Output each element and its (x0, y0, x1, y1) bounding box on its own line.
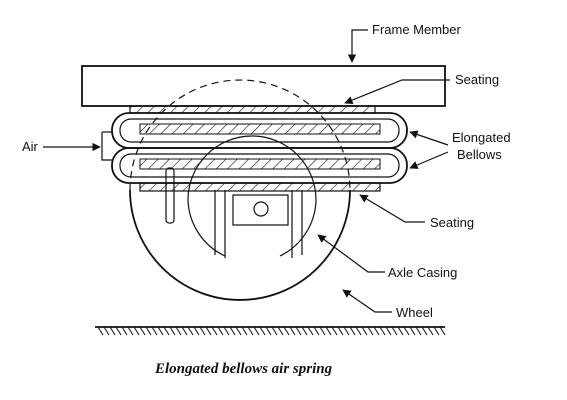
label-bellows: Bellows (457, 147, 502, 162)
ground-hatch-mark (181, 326, 188, 336)
ground-hatch-mark (439, 326, 446, 336)
wheel (129, 79, 351, 301)
ground-hatch-mark (343, 326, 350, 336)
ground-hatch-mark (169, 326, 176, 336)
ground-hatch-mark (253, 326, 260, 336)
ground-hatch-mark (241, 326, 248, 336)
ground-hatch-mark (361, 326, 368, 336)
ground-hatch-mark (193, 326, 200, 336)
ground-hatch-mark (115, 326, 122, 336)
ground-hatch-mark (229, 326, 236, 336)
ground-hatch-mark (373, 326, 380, 336)
ground-hatch-mark (355, 326, 362, 336)
ground-hatch-mark (331, 326, 338, 336)
ground-hatch-mark (97, 326, 104, 336)
ground-hatch-mark (289, 326, 296, 336)
ground-hatch-mark (133, 326, 140, 336)
ground-hatch-mark (259, 326, 266, 336)
ground-hatch-mark (283, 326, 290, 336)
ground-hatch-mark (163, 326, 170, 336)
ground-hatch-mark (427, 326, 434, 336)
leader-lines (43, 29, 450, 313)
ground-hatch-mark (157, 326, 164, 336)
ground-hatch-mark (421, 326, 428, 336)
label-axle-casing: Axle Casing (388, 265, 457, 280)
label-seating-bottom: Seating (430, 215, 474, 230)
label-elongated: Elongated (452, 130, 511, 145)
ground-hatch-mark (205, 326, 212, 336)
axle-casing (187, 135, 317, 258)
ground-hatch-mark (217, 326, 224, 336)
ground-hatch-mark (121, 326, 128, 336)
label-wheel: Wheel (396, 305, 433, 320)
ground-hatch-mark (223, 326, 230, 336)
lower-bellows (111, 147, 408, 184)
ground-hatch-mark (295, 326, 302, 336)
ground-hatch-mark (151, 326, 158, 336)
ground-hatch-mark (325, 326, 332, 336)
ground-hatch-mark (337, 326, 344, 336)
ground-hatch-mark (403, 326, 410, 336)
ground-hatch-mark (349, 326, 356, 336)
ground-hatch-mark (127, 326, 134, 336)
ground-hatch-mark (397, 326, 404, 336)
air-inlet (101, 131, 112, 161)
ground-hatch-mark (187, 326, 194, 336)
ground-hatch-mark (103, 326, 110, 336)
ground-hatch-mark (235, 326, 242, 336)
frame-member (81, 65, 446, 107)
ground-hatch-mark (271, 326, 278, 336)
ground-hatch-mark (145, 326, 152, 336)
ground-hatch-mark (307, 326, 314, 336)
top-seating-plate (129, 105, 376, 114)
ground-hatch-mark (277, 326, 284, 336)
ground (95, 326, 446, 336)
mounting-bolt (165, 167, 175, 224)
ground-hatch-mark (265, 326, 272, 336)
ground-hatch-mark (301, 326, 308, 336)
ground-hatch-mark (379, 326, 386, 336)
ground-hatch-mark (367, 326, 374, 336)
bottom-seating-plate (139, 182, 381, 192)
ground-hatch-mark (109, 326, 116, 336)
ground-hatch-mark (175, 326, 182, 336)
ground-hatch-mark (415, 326, 422, 336)
ground-hatch-mark (319, 326, 326, 336)
diagram-caption: Elongated bellows air spring (154, 361, 333, 377)
ground-hatch-mark (211, 326, 218, 336)
ground-hatch-mark (313, 326, 320, 336)
ground-hatch-mark (409, 326, 416, 336)
ground-hatch-mark (385, 326, 392, 336)
ground-hatch-mark (433, 326, 440, 336)
ground-hatch-mark (199, 326, 206, 336)
ground-hatch-mark (247, 326, 254, 336)
ground-hatch-mark (139, 326, 146, 336)
ground-hatch-mark (391, 326, 398, 336)
label-frame-member: Frame Member (372, 22, 462, 37)
label-seating-top: Seating (455, 72, 499, 87)
label-air: Air (22, 139, 39, 154)
